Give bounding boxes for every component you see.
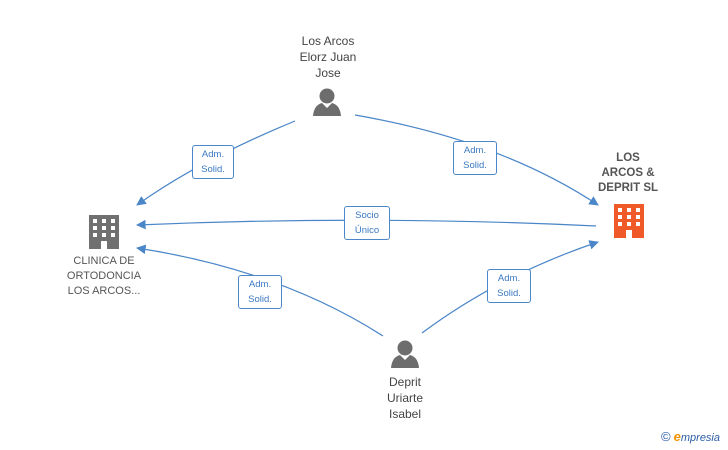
node-label-line: Jose — [315, 66, 341, 80]
node-label-line: Isabel — [388, 407, 422, 421]
brand-initial: e — [673, 429, 681, 444]
node-label-line: LOS — [616, 152, 640, 164]
node-label-line: Deprit — [388, 375, 421, 389]
node-label-line: Elorz Juan — [299, 50, 357, 64]
company-node-clinica-ortodoncia[interactable]: CLINICA DE ORTODONCIA LOS ARCOS... — [44, 254, 164, 299]
relation-label-line: Solid. — [248, 294, 272, 305]
brand-name: mpresia — [680, 432, 720, 444]
person-icon[interactable] — [313, 88, 341, 117]
relation-label-line: Socio — [355, 210, 379, 221]
node-label-line: ARCOS & — [601, 167, 655, 179]
person-node-deprit-uriarte[interactable]: Deprit Uriarte Isabel — [345, 374, 465, 422]
relation-label-line: Solid. — [497, 288, 521, 299]
empresia-watermark: ©empresia — [661, 429, 720, 444]
copyright-symbol: © — [661, 429, 671, 444]
node-label-line: DEPRIT SL — [597, 182, 659, 194]
relation-label-line: Adm. — [248, 279, 272, 290]
relation-label-line: Adm. — [463, 145, 487, 156]
node-label-line: CLINICA DE — [73, 255, 135, 267]
relation-label-line: Solid. — [463, 160, 487, 171]
relation-label-line: Adm. — [497, 273, 521, 284]
building-icon[interactable] — [614, 204, 644, 238]
company-node-los-arcos-deprit[interactable]: LOS ARCOS & DEPRIT SL — [578, 151, 678, 196]
relation-label-adm-solid: Adm. Solid. — [453, 141, 497, 175]
relation-label-adm-solid: Adm. Solid. — [192, 145, 234, 179]
relation-label-line: Solid. — [201, 164, 225, 175]
relation-label-adm-solid: Adm. Solid. — [487, 269, 531, 303]
relation-label-line: Adm. — [201, 149, 225, 160]
relation-label-line: Único — [354, 225, 380, 236]
person-node-los-arcos-elorz[interactable]: Los Arcos Elorz Juan Jose — [268, 33, 388, 81]
person-icon[interactable] — [391, 340, 419, 369]
node-label-line: Uriarte — [386, 391, 423, 405]
node-label-line: ORTODONCIA — [66, 270, 142, 282]
node-label-line: LOS ARCOS... — [67, 285, 141, 297]
building-icon[interactable] — [89, 215, 119, 249]
relation-label-socio-unico: Socio Único — [344, 206, 390, 240]
node-label-line: Los Arcos — [301, 34, 355, 48]
relation-label-adm-solid: Adm. Solid. — [238, 275, 282, 309]
